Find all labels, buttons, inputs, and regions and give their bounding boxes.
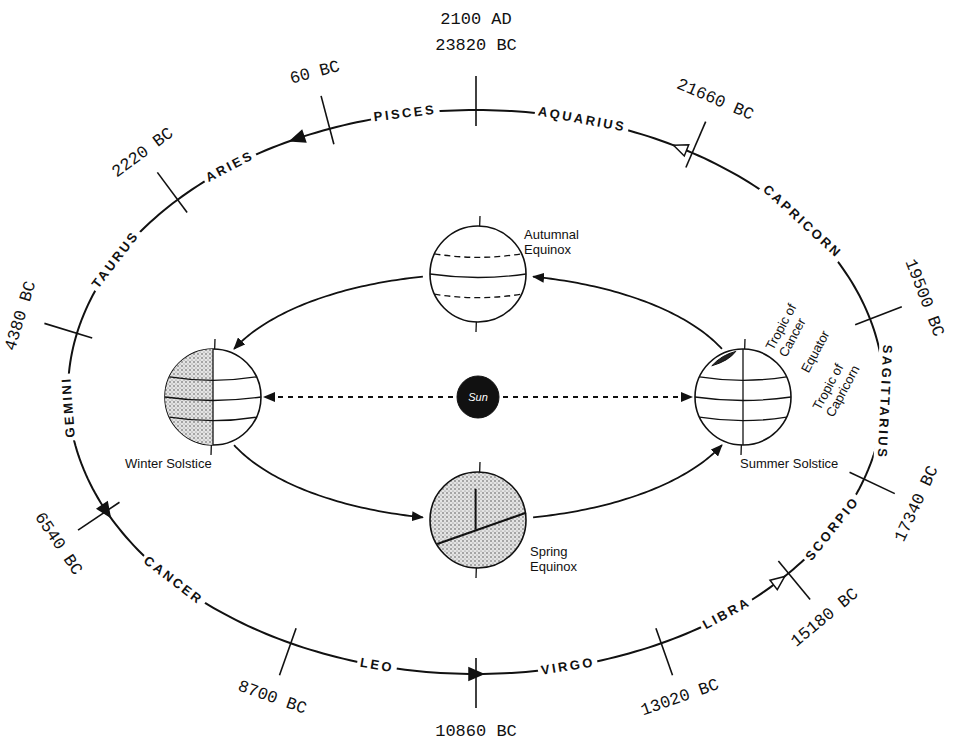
globe-parts (457, 376, 499, 418)
date-label: 2100 AD (440, 10, 511, 30)
terminator (742, 349, 743, 445)
latitude-line (695, 397, 791, 401)
globe-drawing (430, 472, 526, 568)
season-label: Summer Solstice (740, 457, 838, 472)
age-boundary-tick (157, 172, 187, 212)
night-side (165, 349, 213, 445)
constellation-name: CAPRICORN (757, 181, 846, 264)
constellation-name: LIBRA (698, 594, 756, 635)
constellation-name: SAGITTARIUS (873, 341, 894, 462)
orbit-path (533, 277, 722, 349)
polar-night (712, 351, 736, 365)
latitude-line (434, 294, 521, 298)
globe-parts (695, 339, 791, 455)
date-label: 8700 BC (235, 677, 309, 719)
sun-earth-line (503, 396, 692, 398)
precession-arrow (97, 502, 110, 517)
latitude-line (434, 254, 521, 258)
latitude-line (699, 417, 786, 421)
age-boundary-tick (850, 472, 895, 493)
age-boundary-tick (656, 628, 673, 675)
constellation-name: LEO (356, 655, 398, 677)
precession-arrow (291, 131, 306, 142)
age-boundary-tick (44, 323, 92, 338)
date-label: 15180 BC (788, 585, 863, 652)
constellation-name: SCORPIO (801, 491, 865, 565)
orbit-path (234, 445, 423, 517)
sun-disc-fill (457, 376, 499, 418)
date-label: 21660 BC (674, 74, 757, 124)
constellation-name: TAURUS (87, 226, 144, 294)
season-label: Spring Equinox (530, 545, 600, 575)
earth-globe: Summer Solstice (695, 349, 791, 445)
latitude-line (169, 377, 256, 381)
precession-arrow (770, 576, 785, 589)
latitude-line (699, 377, 786, 381)
precession-arrow (469, 668, 483, 680)
globe-outline (430, 472, 526, 568)
sun-earth-line (264, 396, 453, 398)
equator-line (437, 513, 526, 544)
globe-outline (165, 349, 261, 445)
season-label: Autumnal Equinox (524, 228, 604, 258)
age-boundary-tick (855, 307, 902, 325)
season-label: Winter Solstice (125, 457, 212, 472)
age-boundary-tick (475, 76, 477, 126)
terminator (212, 349, 213, 445)
globe-line-label: Equator (799, 328, 834, 375)
date-label: 4380 BC (2, 279, 42, 353)
date-label: 13020 BC (639, 675, 722, 721)
constellation-name: VIRGO (537, 655, 599, 679)
globe-parts (430, 462, 526, 578)
earth-globe: Spring Equinox (430, 472, 526, 568)
orbit-path (533, 445, 722, 517)
date-label: 2220 BC (109, 124, 178, 182)
globe-outline (430, 226, 526, 322)
age-boundary-tick (475, 658, 477, 708)
constellation-name: GEMINI (59, 373, 79, 441)
constellation-name: CANCER (138, 551, 208, 610)
globe-parts (165, 339, 261, 455)
date-label: 60 BC (288, 57, 342, 89)
age-boundary-tick (279, 628, 296, 675)
globe-parts (430, 216, 526, 332)
globe-drawing (695, 349, 791, 445)
orbit-path (234, 277, 423, 349)
constellation-name: ARIES (201, 147, 260, 187)
date-label: 23820 BC (435, 36, 517, 56)
age-boundary-tick (78, 502, 119, 530)
globe-drawing (165, 349, 261, 445)
date-label: 19500 BC (900, 256, 948, 339)
meridian-mark (475, 489, 477, 530)
globe-drawing (430, 226, 526, 322)
precession-arrow (673, 145, 688, 156)
globe-outline (695, 349, 791, 445)
sun-circle: Sun (456, 375, 500, 419)
sun-label: Sun (468, 391, 488, 404)
date-label: 17340 BC (890, 463, 942, 545)
latitude-line (430, 274, 526, 278)
date-label: 10860 BC (435, 722, 517, 742)
earth-globe: Winter Solstice (165, 349, 261, 445)
age-boundary-tick (321, 96, 334, 144)
latitude-line (169, 417, 256, 421)
date-label: 6540 BC (30, 509, 86, 579)
constellation-name: AQUARIUS (533, 104, 629, 136)
constellation-name: PISCES (370, 103, 440, 126)
ring-line (68, 110, 884, 674)
earth-globe: Autumnal Equinox (430, 226, 526, 322)
latitude-line (165, 397, 261, 401)
